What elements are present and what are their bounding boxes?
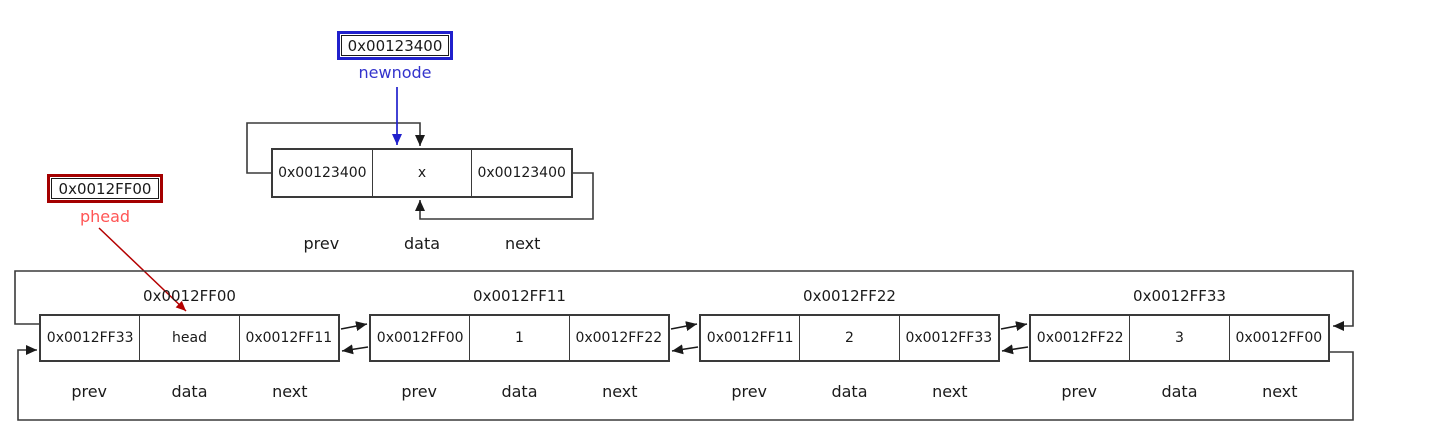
phead-pointer-address: 0x0012FF00 — [51, 178, 159, 199]
next-label: next — [932, 382, 968, 401]
next-label: next — [272, 382, 308, 401]
prev-label: prev — [401, 382, 438, 401]
node2-prev-cell: 0x0012FF00 — [371, 316, 471, 360]
node4-data-cell: 3 — [1130, 316, 1230, 360]
prev-label: prev — [303, 234, 340, 253]
node1-field-labels: prev data next — [39, 382, 340, 401]
phead-pointer-label: phead — [79, 207, 131, 226]
node4-prev-cell: 0x0012FF22 — [1031, 316, 1131, 360]
list-node-2: 0x0012FF00 1 0x0012FF22 — [369, 314, 670, 362]
newnode-next-cell: 0x00123400 — [477, 165, 566, 181]
list-node-1: 0x0012FF33 head 0x0012FF11 — [39, 314, 340, 362]
node3-address-label: 0x0012FF22 — [803, 287, 896, 305]
prev-label: prev — [731, 382, 768, 401]
newnode-field-labels: prev data next — [271, 234, 573, 253]
node1-prev-cell: 0x0012FF33 — [41, 316, 141, 360]
data-label: data — [1161, 382, 1198, 401]
node4-address-label: 0x0012FF33 — [1133, 287, 1226, 305]
node2-next-cell: 0x0012FF22 — [575, 330, 663, 346]
phead-pointer-box: 0x0012FF00 — [47, 174, 163, 203]
prev-arrow-node4-node3 — [1001, 344, 1029, 355]
newnode-pointer-box: 0x00123400 — [337, 31, 453, 60]
node1-data-cell: head — [140, 316, 240, 360]
newnode-pointer-label: newnode — [358, 63, 432, 82]
newnode-data-cell: x — [373, 150, 473, 196]
next-label: next — [1262, 382, 1298, 401]
next-arrow-node3-node4 — [1000, 321, 1028, 331]
data-label: data — [171, 382, 208, 401]
next-label: next — [602, 382, 638, 401]
next-label: next — [504, 234, 541, 253]
node3-next-cell: 0x0012FF33 — [905, 330, 993, 346]
list-node-4: 0x0012FF22 3 0x0012FF00 — [1029, 314, 1330, 362]
data-label: data — [831, 382, 868, 401]
node2-address-label: 0x0012FF11 — [473, 287, 566, 305]
newnode-prev-cell: 0x00123400 — [273, 150, 373, 196]
list-node-3: 0x0012FF11 2 0x0012FF33 — [699, 314, 1000, 362]
node3-field-labels: prev data next — [699, 382, 1000, 401]
data-label: data — [403, 234, 441, 253]
newnode-pointer-address: 0x00123400 — [341, 35, 449, 56]
data-label: data — [501, 382, 538, 401]
prev-label: prev — [1061, 382, 1098, 401]
prev-arrow-node2-node1 — [341, 344, 369, 355]
node4-field-labels: prev data next — [1029, 382, 1330, 401]
next-arrow-node1-node2 — [340, 321, 368, 331]
prev-label: prev — [71, 382, 108, 401]
newnode-node: 0x00123400 x 0x00123400 — [271, 148, 573, 198]
node3-data-cell: 2 — [800, 316, 900, 360]
node1-next-cell: 0x0012FF11 — [245, 330, 333, 346]
node2-data-cell: 1 — [470, 316, 570, 360]
next-arrow-node2-node3 — [670, 321, 698, 331]
node1-address-label: 0x0012FF00 — [143, 287, 236, 305]
node4-next-cell: 0x0012FF00 — [1235, 330, 1323, 346]
prev-arrow-node3-node2 — [671, 344, 699, 355]
node2-field-labels: prev data next — [369, 382, 670, 401]
node3-prev-cell: 0x0012FF11 — [701, 316, 801, 360]
